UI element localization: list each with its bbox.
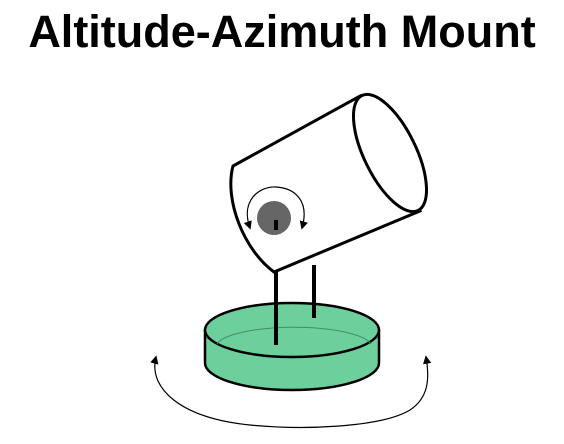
azimuth-base bbox=[203, 301, 381, 392]
base-top bbox=[203, 301, 381, 359]
base-inner-rim bbox=[216, 326, 372, 345]
azimuth-rotation-arrow-icon bbox=[150, 355, 432, 428]
altitude-rotation-arrow-icon bbox=[243, 186, 308, 230]
telescope-tube bbox=[229, 92, 429, 274]
diagram-title: Altitude-Azimuth Mount bbox=[28, 6, 536, 57]
tube-aperture bbox=[351, 92, 429, 214]
